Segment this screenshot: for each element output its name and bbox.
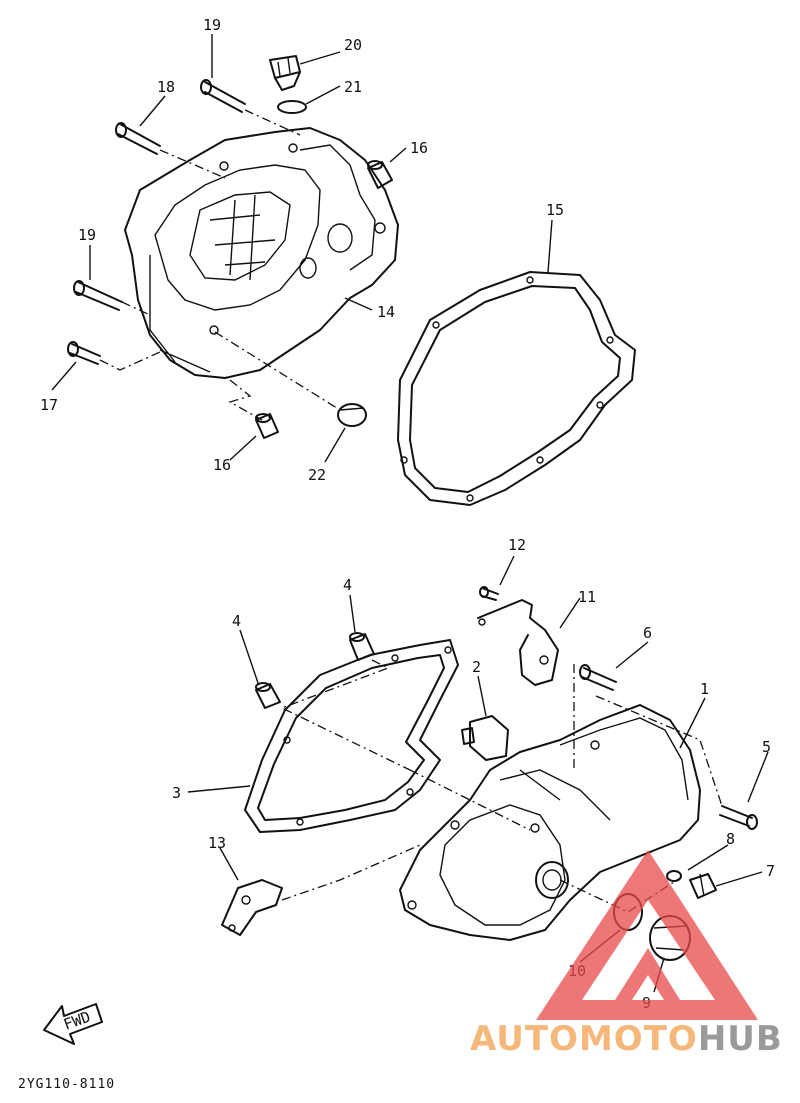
label-16-bottom: 16 bbox=[213, 456, 231, 474]
dowel-pin-16-bottom bbox=[255, 413, 279, 439]
label-1: 1 bbox=[700, 680, 709, 698]
label-2: 2 bbox=[472, 658, 481, 676]
o-ring-8 bbox=[666, 870, 682, 882]
fwd-arrow: FWD bbox=[43, 1003, 103, 1045]
part-number-labels: 19 20 21 18 16 15 19 14 17 16 22 12 4 11… bbox=[40, 16, 775, 1012]
leader-lines-upper bbox=[51, 34, 553, 463]
label-5: 5 bbox=[762, 738, 771, 756]
dowel-pin-4-right bbox=[349, 632, 375, 661]
label-20: 20 bbox=[344, 36, 362, 54]
bracket-13 bbox=[221, 879, 283, 936]
label-16-top: 16 bbox=[410, 139, 428, 157]
watermark-triangle-icon bbox=[536, 850, 758, 1020]
label-17: 17 bbox=[40, 396, 58, 414]
bolt-19-left bbox=[73, 280, 123, 311]
bolt-17 bbox=[67, 341, 101, 365]
bolt-5 bbox=[719, 805, 758, 830]
oil-filler-plug-20 bbox=[269, 55, 301, 91]
gasket-15 bbox=[397, 271, 636, 506]
crankcase-cover-1 bbox=[399, 704, 701, 941]
bracket-11 bbox=[477, 599, 559, 686]
drawing-code: 2YG110-8110 bbox=[18, 1077, 115, 1092]
dowel-pin-4-left bbox=[255, 682, 281, 709]
label-12: 12 bbox=[508, 536, 526, 554]
dowel-pin-16-top bbox=[367, 160, 393, 189]
sensor-2 bbox=[461, 715, 509, 761]
screw-12 bbox=[479, 586, 499, 601]
label-18: 18 bbox=[157, 78, 175, 96]
label-22: 22 bbox=[308, 466, 326, 484]
label-15: 15 bbox=[546, 201, 564, 219]
label-3: 3 bbox=[172, 784, 181, 802]
plug-7 bbox=[689, 873, 717, 899]
watermark-text: AUTOMOTOHUB bbox=[470, 1019, 783, 1059]
gasket-3 bbox=[244, 639, 459, 833]
label-8: 8 bbox=[726, 830, 735, 848]
label-21: 21 bbox=[344, 78, 362, 96]
label-19-top: 19 bbox=[203, 16, 221, 34]
label-13: 13 bbox=[208, 834, 226, 852]
crankcase-cover-14 bbox=[124, 127, 399, 379]
watermark-logo bbox=[536, 850, 758, 1020]
bolt-19-top bbox=[200, 79, 246, 113]
label-4-left: 4 bbox=[232, 612, 241, 630]
label-19-left: 19 bbox=[78, 226, 96, 244]
label-6: 6 bbox=[643, 624, 652, 642]
cap-22 bbox=[337, 403, 367, 427]
label-11: 11 bbox=[578, 588, 596, 606]
label-7: 7 bbox=[766, 862, 775, 880]
watermark-inner-mark-icon bbox=[615, 948, 680, 1000]
label-4-right: 4 bbox=[343, 576, 352, 594]
bolt-18 bbox=[115, 122, 161, 155]
fwd-label: FWD bbox=[61, 1008, 93, 1034]
label-14: 14 bbox=[377, 303, 395, 321]
bolt-6 bbox=[579, 664, 617, 691]
o-ring-21 bbox=[277, 100, 307, 114]
